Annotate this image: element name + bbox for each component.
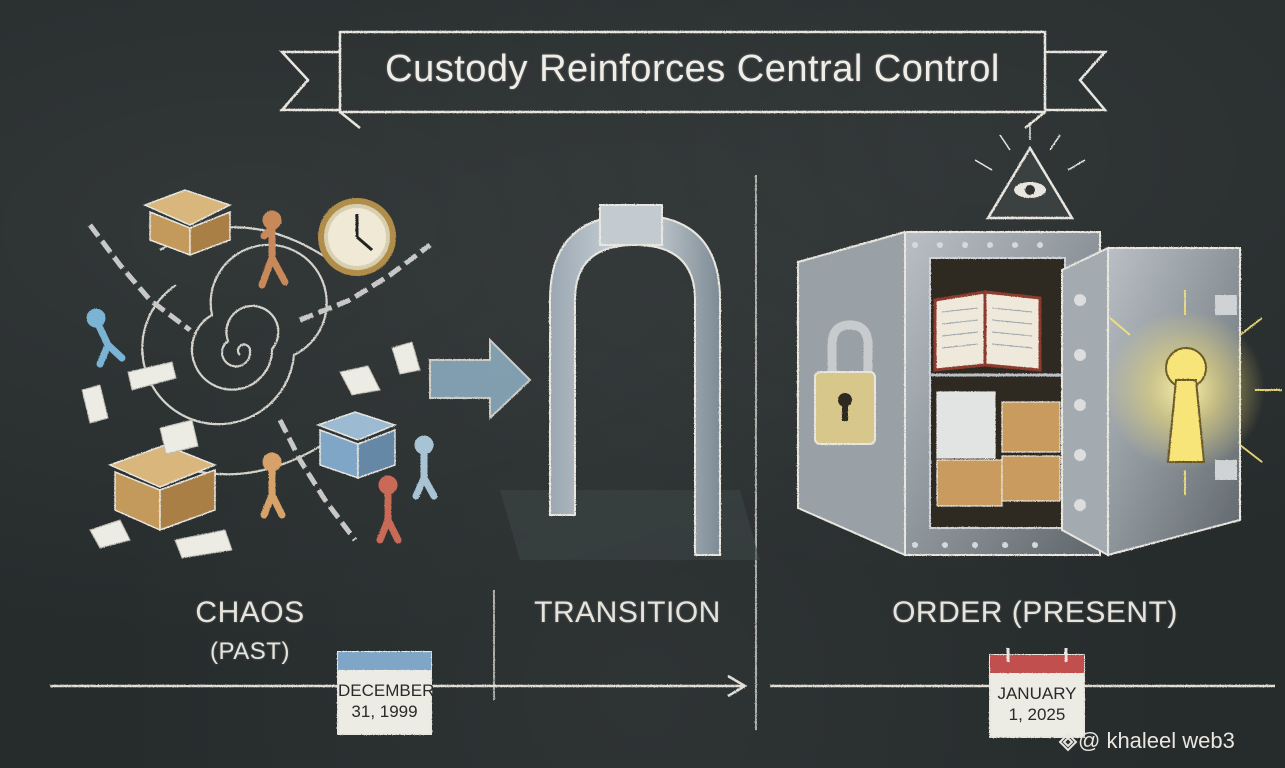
section-dividers: [493, 175, 757, 730]
calendar-date-2025: JANUARY 1, 2025: [990, 683, 1084, 725]
chain-icon: [88, 223, 432, 542]
calendar-line1: JANUARY: [997, 684, 1077, 703]
calendar-date-1999: DECEMBER 31, 1999: [338, 680, 435, 722]
order-illustration: [797, 125, 1282, 557]
calendar-line2: 31, 1999: [351, 702, 418, 721]
book-icon: [933, 290, 1042, 372]
keyhole-icon: [1105, 290, 1282, 495]
paper-icon: [81, 341, 421, 559]
binance-logo-icon: [1058, 732, 1078, 752]
clock-icon: [318, 198, 396, 276]
box-icon: [315, 411, 398, 480]
title-banner: [279, 30, 1108, 129]
calendar-line1: DECEMBER: [338, 681, 435, 700]
calendar-icon: [337, 651, 432, 735]
timeline: [50, 674, 1275, 698]
calendar-icon: [989, 648, 1085, 738]
stage-label-order: ORDER (PRESENT): [892, 596, 1178, 629]
arrow-icon: [429, 337, 532, 421]
archway-icon: [500, 204, 760, 560]
box-icon: [107, 444, 218, 532]
person-icon: [86, 210, 438, 544]
stage-sublabel-chaos: (PAST): [210, 638, 290, 665]
stage-label-transition: TRANSITION: [534, 596, 721, 629]
page-title: Custody Reinforces Central Control: [385, 48, 1000, 90]
watermark: @ khaleel web3: [1078, 728, 1235, 753]
eye-pyramid-icon: [974, 125, 1086, 220]
padlock-icon: [814, 320, 876, 445]
chaos-illustration: [81, 189, 438, 559]
stage-label-chaos: CHAOS: [195, 596, 305, 629]
box-icon: [143, 189, 232, 257]
calendar-line2: 1, 2025: [1008, 705, 1066, 724]
